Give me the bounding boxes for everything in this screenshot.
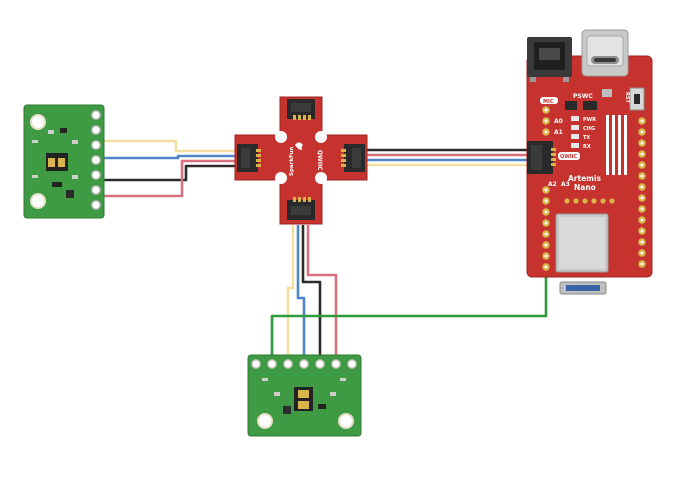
artemis-module — [555, 213, 609, 273]
mounting-hole — [257, 413, 273, 429]
hub-brand-label: SparkFun — [289, 147, 295, 176]
pin-label-a0: A0 — [554, 118, 563, 125]
led-label-rx: RX — [583, 144, 591, 150]
battery-connector — [527, 37, 572, 82]
hub-qwiic-label: QWIIC — [316, 150, 323, 171]
right-pin-silk — [606, 115, 627, 175]
wire-left-blue — [98, 154, 240, 160]
wires — [98, 139, 548, 362]
left-sensor-board — [23, 104, 105, 219]
rst-label: RST — [624, 92, 630, 103]
mic-label: MIC — [543, 99, 554, 105]
board-qwiic-label: QWIIC — [560, 154, 577, 160]
wire-bottom-red — [306, 225, 338, 362]
mounting-hole — [30, 193, 46, 209]
pin-label-a2: A2 — [548, 181, 557, 188]
wire-left-black — [98, 164, 240, 182]
mounting-hole — [338, 413, 354, 429]
led-label-tx: TX — [583, 135, 590, 141]
qwiic-connector-right — [341, 144, 365, 172]
led-label-chg: CHG — [583, 126, 595, 132]
artemis-nano-board: RST MIC PSWC — [526, 29, 653, 295]
wire-bottom-black — [301, 225, 322, 362]
wire-interrupt-green — [270, 275, 548, 362]
qwiic-hub: QWIIC SparkFun — [234, 96, 368, 225]
pswc-label: PSWC — [573, 93, 593, 100]
qwiic-connector-top — [287, 99, 315, 120]
qwiic-badge — [558, 152, 580, 160]
board-qwiic-connector — [527, 141, 556, 174]
left-header-pins — [542, 106, 550, 271]
mounting-hole — [275, 172, 287, 184]
pin-label-a1: A1 — [554, 129, 563, 136]
sparkfun-flame-icon — [295, 142, 303, 150]
mic-chip — [565, 101, 577, 110]
reset-button[interactable] — [629, 87, 645, 111]
status-leds — [571, 116, 579, 148]
pin-label-a3: A3 — [561, 181, 570, 188]
mounting-hole — [275, 131, 287, 143]
led-label-pwr: PWR — [583, 117, 596, 123]
wire-bottom-yellow — [286, 225, 295, 362]
board-name-line1: Artemis — [568, 174, 602, 183]
usb-c-port-icon — [581, 29, 629, 77]
mounting-hole — [315, 131, 327, 143]
mounting-hole — [30, 114, 46, 130]
board-name-line2: Nano — [574, 183, 596, 192]
qwiic-connector-bottom — [287, 197, 315, 220]
qwiic-connector-left — [237, 144, 261, 172]
wire-left-red — [98, 159, 240, 198]
bottom-pad-row — [564, 198, 615, 204]
bottom-sensor-board — [247, 354, 362, 437]
mounting-hole — [315, 172, 327, 184]
mic-badge — [540, 97, 558, 104]
right-header-pins — [638, 117, 646, 268]
sensor-pins — [91, 110, 101, 210]
sensor-pins — [251, 359, 357, 369]
wire-left-yellow — [98, 139, 240, 153]
wire-bottom-blue — [296, 225, 306, 362]
